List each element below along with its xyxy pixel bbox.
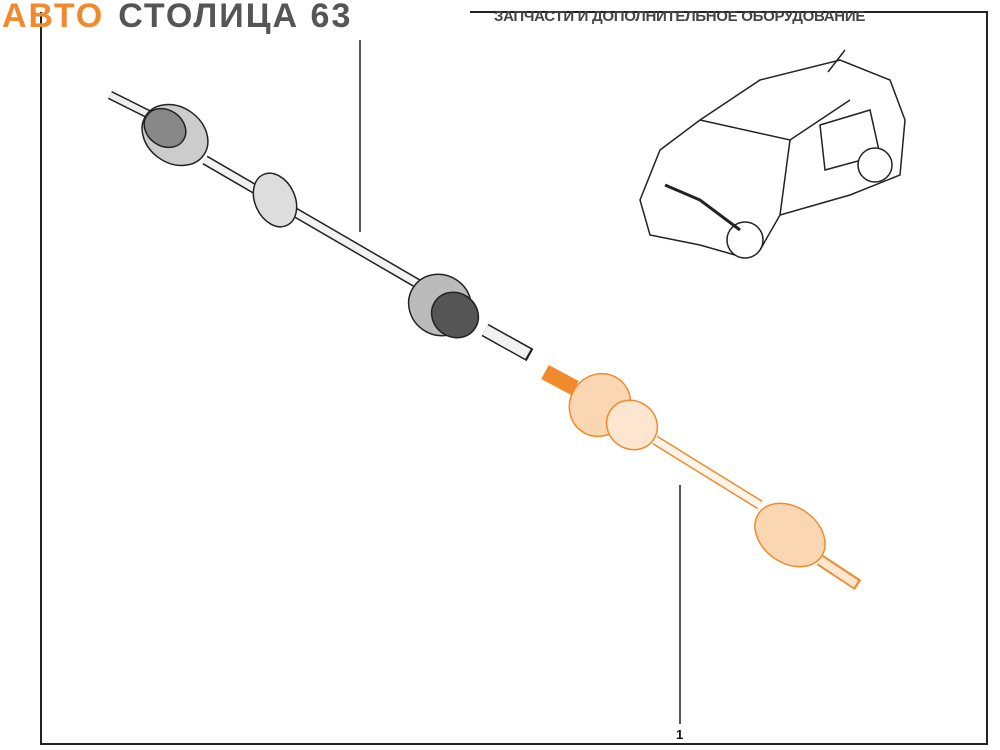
logo-part-1: АВТО (2, 0, 105, 35)
logo: АВТО СТОЛИЦА 63 (2, 0, 353, 35)
frame-top-border (470, 11, 988, 13)
diagram-frame (40, 12, 988, 745)
callout-label-1: 1 (676, 727, 684, 742)
tagline: ЗАПЧАСТИ И ДОПОЛНИТЕЛЬНОЕ ОБОРУДОВАНИЕ (494, 8, 866, 25)
logo-part-2: СТОЛИЦА 63 (118, 0, 353, 35)
drive-shaft-right-highlighted[interactable] (541, 362, 862, 591)
vehicle-location-icon (639, 49, 906, 259)
drive-shaft-left[interactable] (107, 90, 534, 362)
